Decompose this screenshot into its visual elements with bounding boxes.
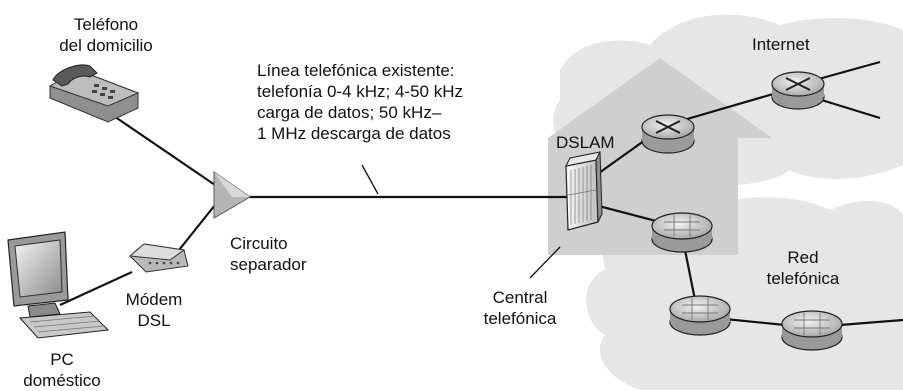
home-phone-label-line2: del domicilio xyxy=(59,36,153,55)
modem-cable xyxy=(174,204,216,256)
home-pc-label: PC doméstico xyxy=(12,349,112,391)
dslam-label: DSLAM xyxy=(556,133,615,152)
router-icon-2 xyxy=(771,71,825,110)
modem-label-line2: DSL xyxy=(137,311,171,330)
router-icon-1 xyxy=(641,114,695,154)
home-phone-label: Teléfono del domicilio xyxy=(32,14,180,56)
modem-label-line1: Módem xyxy=(125,290,183,309)
dslam-icon xyxy=(565,151,603,231)
switch-icon-3 xyxy=(781,310,843,351)
switch-icon-1 xyxy=(651,212,713,253)
connections xyxy=(59,60,903,327)
line-info-line2: telefonía 0-4 kHz; 4-50 kHz xyxy=(257,82,463,101)
central-office-house xyxy=(548,58,772,255)
line-info-label: Línea telefónica existente: telefonía 0-… xyxy=(257,60,463,144)
switch-icon-2 xyxy=(669,295,731,336)
pc-cable xyxy=(59,271,133,306)
internet-uplink-1 xyxy=(814,60,881,82)
phone-network-label-line2: telefónica xyxy=(766,269,840,288)
splitter-label-line1: Circuito xyxy=(230,234,288,253)
line-info-line1: Línea telefónica existente: xyxy=(257,61,455,80)
home-pc-label-line2: doméstico xyxy=(23,371,101,390)
phone-network-label-line1: Red xyxy=(787,248,819,267)
internet-uplink-2 xyxy=(814,96,881,120)
telephone-icon xyxy=(48,64,140,123)
line-info-pointer xyxy=(361,164,379,195)
modem-label: Módem DSL xyxy=(110,289,198,331)
internet-label: Internet xyxy=(752,35,810,54)
dslam-switch-cable xyxy=(594,203,661,224)
central-office-pointer xyxy=(529,246,561,279)
home-phone-label-line1: Teléfono xyxy=(73,15,139,34)
splitter-label: Circuito separador xyxy=(230,233,307,275)
phone-network-label: Red telefónica xyxy=(748,247,858,289)
router-router-cable xyxy=(669,90,781,126)
line-info-line4: 1 MHz descarga de datos xyxy=(257,124,451,143)
pc-icon xyxy=(7,231,110,339)
home-pc-label-line1: PC xyxy=(50,350,74,369)
central-office-label-line1: Central xyxy=(492,288,548,307)
phone-net-uplink xyxy=(839,318,903,327)
phone-cable xyxy=(104,109,216,186)
modem-icon xyxy=(128,243,189,273)
line-info-line3: carga de datos; 50 kHz– xyxy=(257,103,442,122)
central-office-label-line2: telefónica xyxy=(483,309,557,328)
splitter-label-line2: separador xyxy=(230,255,307,274)
central-office-label: Central telefónica xyxy=(462,287,578,329)
dslam-router-cable xyxy=(591,137,649,179)
